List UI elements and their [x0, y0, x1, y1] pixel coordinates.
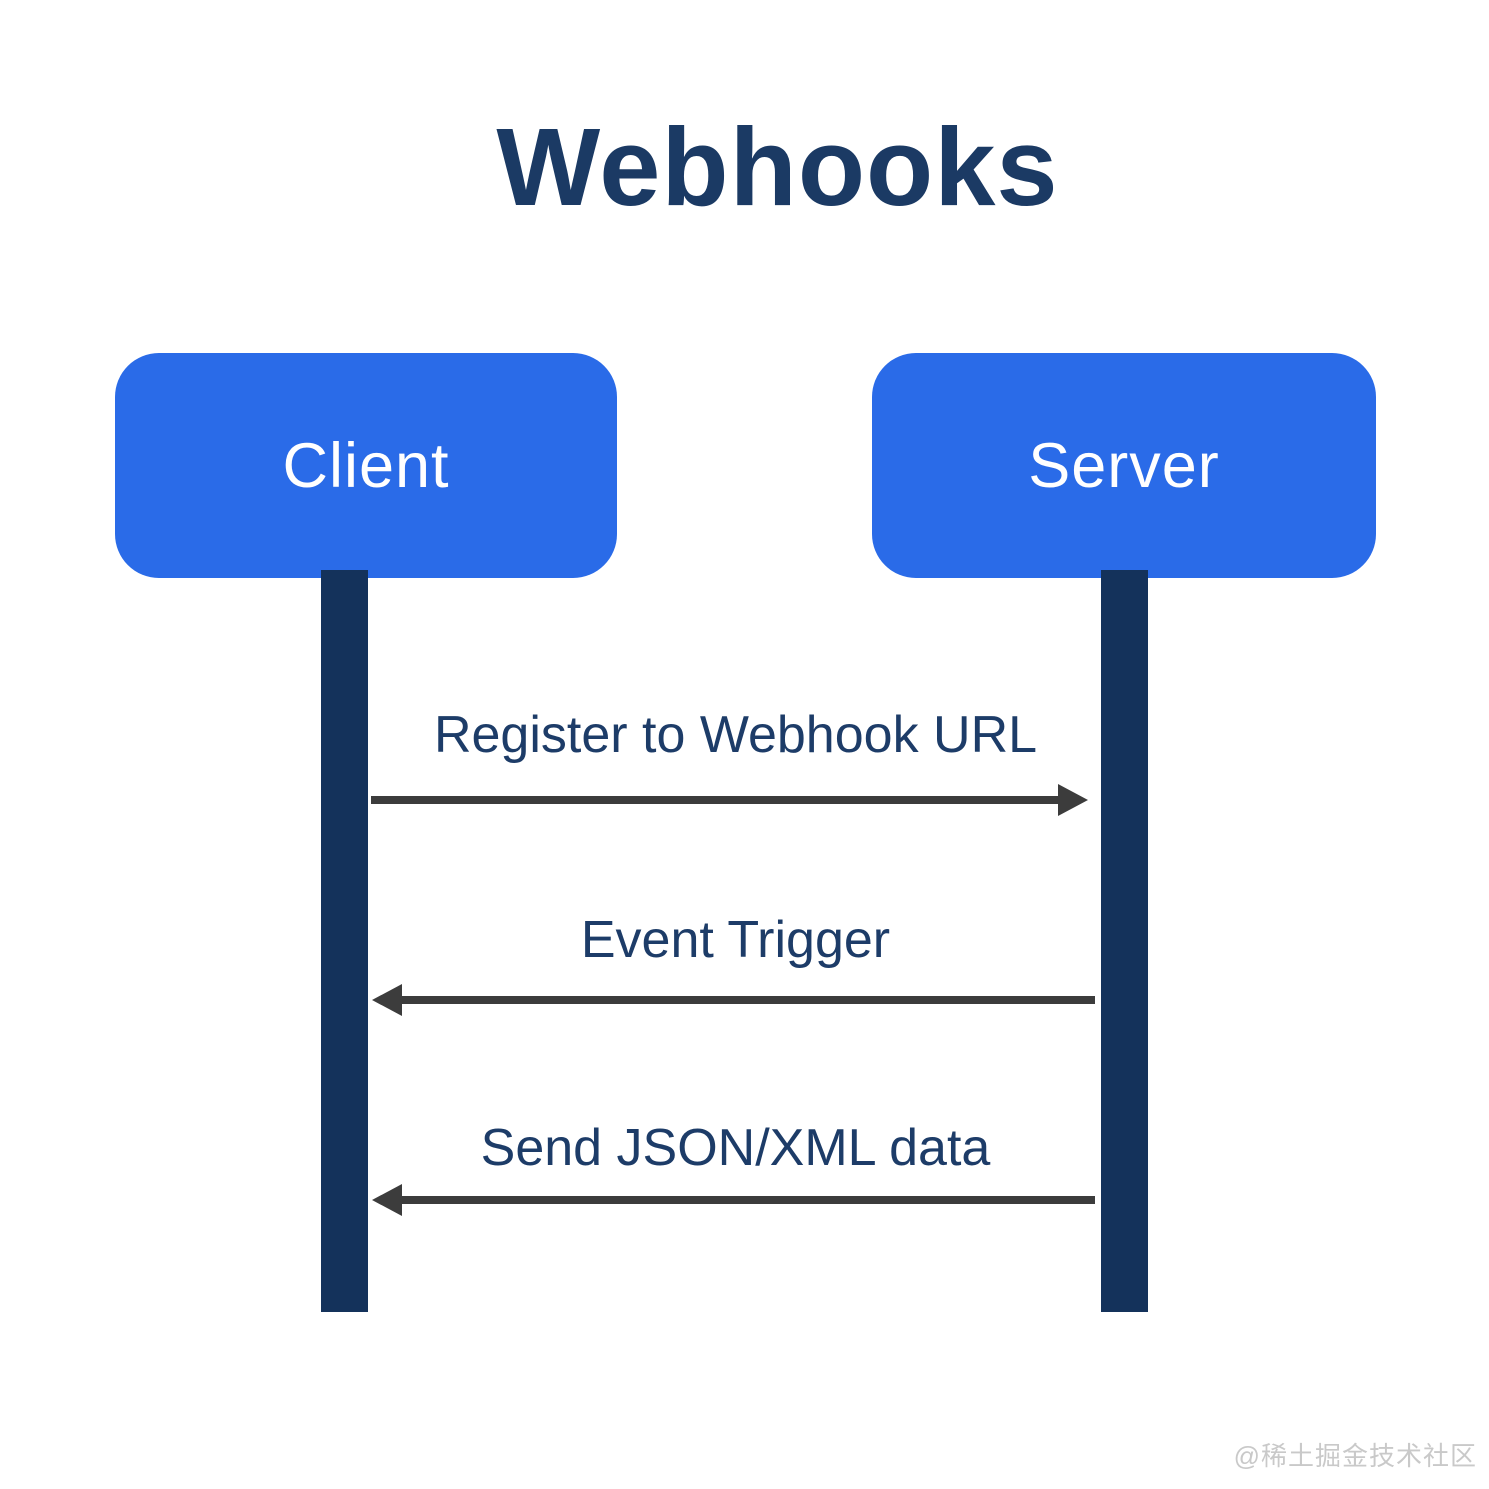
- actor-box-client: Client: [115, 353, 617, 578]
- actor-box-server: Server: [872, 353, 1376, 578]
- message-label-send-json-xml-data: Send JSON/XML data: [480, 1119, 991, 1177]
- message-arrow-line: [400, 1196, 1095, 1204]
- actor-label-client: Client: [282, 430, 450, 501]
- arrowhead-left-icon: [372, 1184, 402, 1216]
- lifeline-server: [1101, 570, 1148, 1312]
- message-arrow-line: [371, 796, 1060, 804]
- arrowhead-left-icon: [372, 984, 402, 1016]
- actor-label-server: Server: [1028, 430, 1220, 501]
- arrowhead-right-icon: [1058, 784, 1088, 816]
- message-label-event-trigger: Event Trigger: [580, 911, 891, 969]
- message-arrow-line: [400, 996, 1095, 1004]
- watermark: @稀土掘金技术社区: [1233, 1441, 1477, 1471]
- lifeline-client: [321, 570, 368, 1312]
- message-label-register-webhook-url: Register to Webhook URL: [433, 706, 1038, 764]
- diagram-title: Webhooks: [496, 106, 1059, 229]
